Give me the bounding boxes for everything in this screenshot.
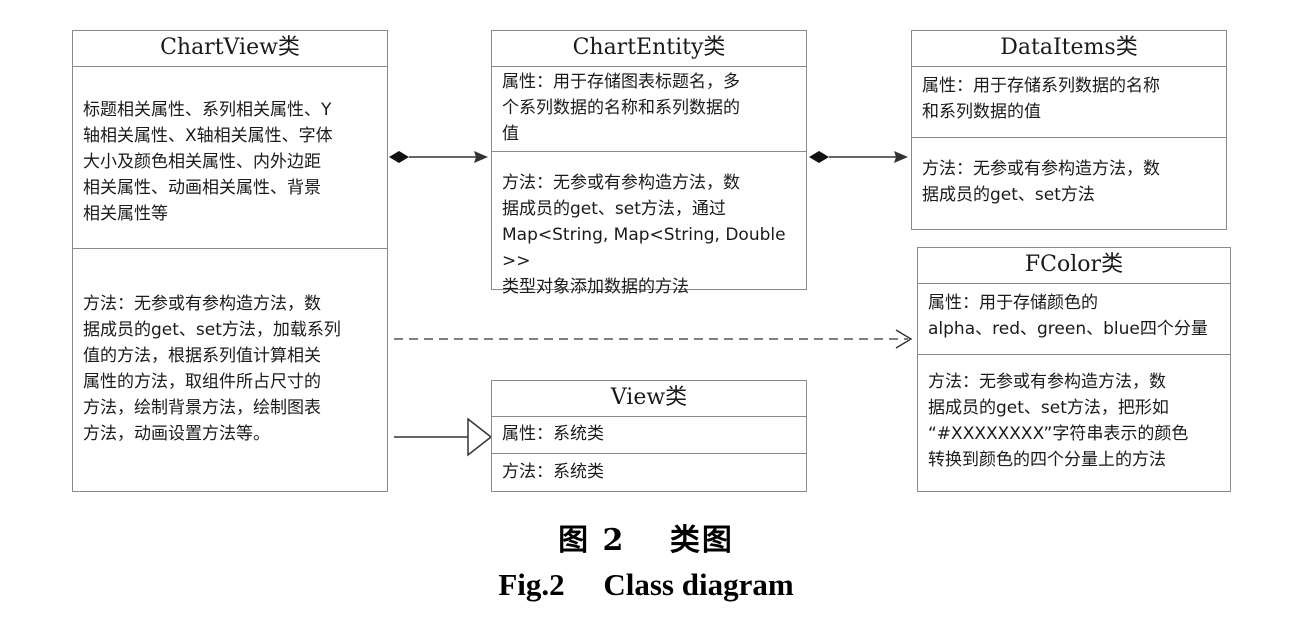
class-chartview-name: ChartView类	[73, 31, 387, 67]
composition-chartview-chartentity	[389, 151, 488, 163]
inheritance-chartview-view	[394, 417, 493, 457]
class-fcolor-attributes: 属性：用于存储颜色的 alpha、red、green、blue四个分量	[928, 293, 1208, 339]
class-chartentity: ChartEntity类 属性：用于存储图表标题名，多 个系列数据的名称和系列数…	[491, 30, 807, 297]
class-view-attributes: 属性：系统类	[502, 424, 604, 444]
composition-chartentity-dataitems	[809, 151, 908, 163]
class-chartentity-attributes: 属性：用于存储图表标题名，多 个系列数据的名称和系列数据的 值	[502, 72, 740, 144]
class-fcolor-methods: 方法：无参或有参构造方法，数 据成员的get、set方法，把形如 “#XXXXX…	[918, 354, 1230, 477]
class-chartentity-name: ChartEntity类	[492, 31, 806, 67]
figure-caption-english: Fig.2 Class diagram	[498, 567, 794, 602]
class-dataitems-methods: 方法：无参或有参构造方法，数 据成员的get、set方法	[912, 137, 1226, 212]
class-fcolor-name: FColor类	[918, 248, 1230, 284]
class-view-methods: 方法：系统类	[492, 453, 806, 489]
dependency-chartview-fcolor	[394, 329, 913, 349]
class-dataitems-attributes: 属性：用于存储系列数据的名称 和系列数据的值	[922, 76, 1160, 122]
class-chartview: ChartView类 标题相关属性、系列相关属性、Y 轴相关属性、X轴相关属性、…	[72, 30, 388, 492]
class-fcolor: FColor类 属性：用于存储颜色的 alpha、red、green、blue四…	[917, 247, 1231, 492]
class-chartview-attributes: 标题相关属性、系列相关属性、Y 轴相关属性、X轴相关属性、字体 大小及颜色相关属…	[83, 100, 333, 224]
class-view-name: View类	[492, 381, 806, 417]
figure-caption-chinese: 图 2 类图	[558, 523, 734, 558]
class-dataitems-name: DataItems类	[912, 31, 1226, 67]
class-chartview-methods: 方法：无参或有参构造方法，数 据成员的get、set方法，加载系列 值的方法，根…	[73, 248, 387, 451]
class-dataitems: DataItems类 属性：用于存储系列数据的名称 和系列数据的值 方法：无参或…	[911, 30, 1227, 230]
class-view: View类 属性：系统类 方法：系统类	[491, 380, 807, 492]
class-chartentity-methods: 方法：无参或有参构造方法，数 据成员的get、set方法，通过 Map<Stri…	[492, 151, 806, 304]
